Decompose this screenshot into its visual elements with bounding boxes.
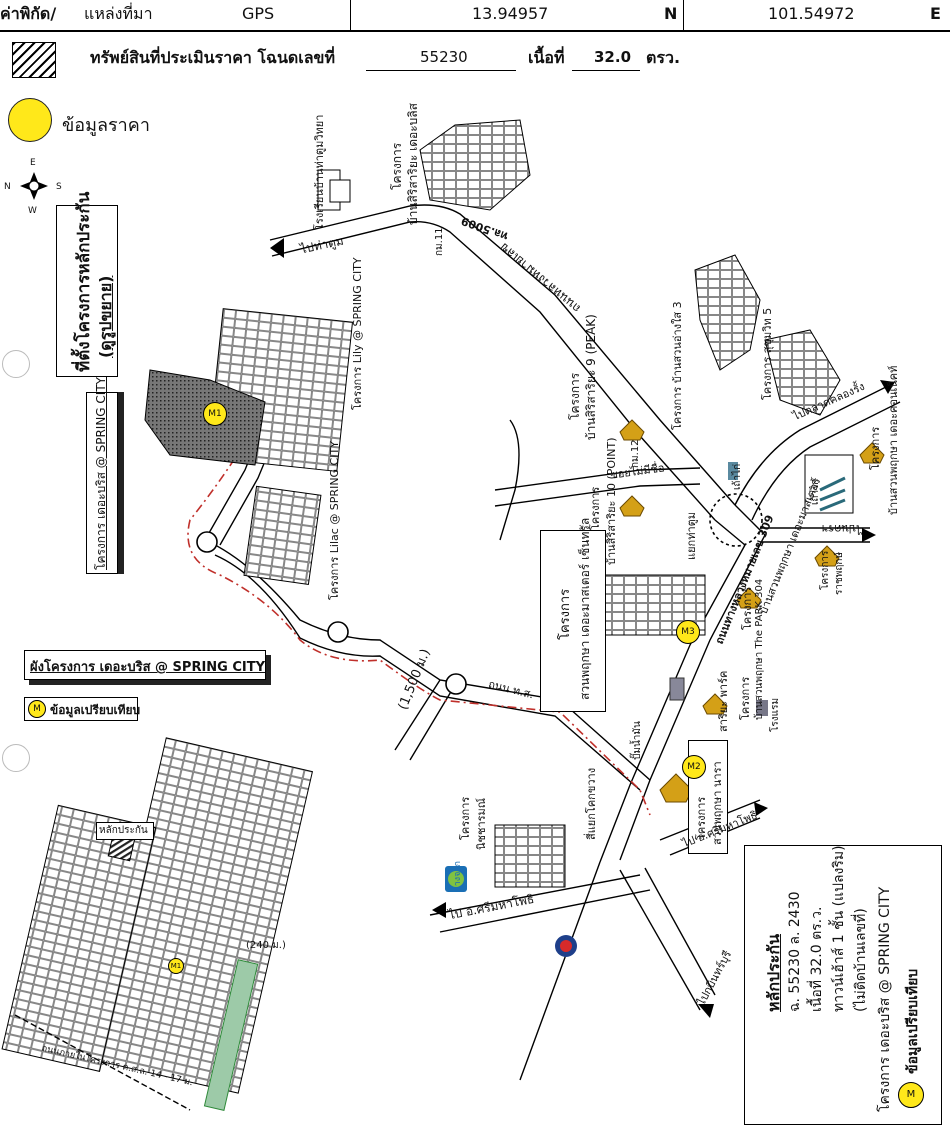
label-junction: แยกท่าตูม: [685, 511, 698, 560]
area-label: เนื้อที่: [528, 48, 565, 67]
collateral-project-label: ที่ตั้งโครงการหลักประกัน: [74, 191, 94, 372]
marker-m2: M2: [682, 755, 706, 779]
note-line6: ข้อมูลเปรียบเทียบ: [905, 968, 921, 1074]
subject-hatch-icon: [12, 42, 56, 78]
note-line4: (ไม่ติดบ้านเลขที่): [853, 908, 869, 1012]
coord-label: ค่าพิกัด/: [0, 4, 57, 23]
area-unit: ตรว.: [646, 48, 681, 67]
compass-w: W: [28, 206, 37, 216]
label-km11: กม.11: [434, 227, 445, 256]
label-project-lilac: โครงการ Lilac @ SPRING CITY: [328, 441, 341, 600]
project-bliss-label: โครงการ เดอะบริส @ SPRING CITY: [94, 376, 108, 570]
label-nicharam-name: นิชชารมณ์: [475, 798, 488, 850]
compass-s: S: [56, 182, 62, 192]
label-sign-junction: สี่แยกโคกขวาง: [585, 767, 598, 840]
label-m4-project-name: บ้านสวนพฤกษา The PARK 304: [754, 578, 765, 720]
plan-distance-240: (240 ม.): [246, 940, 286, 951]
compass-icon: [20, 172, 48, 200]
label-to-nakhon: ไปนครฯ: [822, 522, 862, 535]
note-line2: เนื้อที่ 32.0 ตร.ว.: [809, 906, 825, 1012]
price-info-label: ข้อมูลราคา: [62, 115, 150, 136]
collateral-project-box: [56, 205, 118, 377]
label-school: โรงเรียนบ้านท่าตูมวิทยา: [313, 114, 326, 230]
longitude-value: 101.54972: [768, 4, 855, 23]
note-line1: ฉ. 55230 ล. 2430: [787, 891, 803, 1012]
plan-collateral-tag: หลักประกัน: [99, 825, 148, 836]
price-info-marker-icon: [8, 98, 52, 142]
source-label: แหล่งที่มา: [84, 4, 153, 23]
note-marker-m: M: [898, 1082, 924, 1108]
compass-e: E: [30, 158, 36, 168]
marker-m1: M1: [203, 402, 227, 426]
note-line3: ทาวน์เฮ้าส์ 1 ชั้น (แปลงริม): [831, 845, 847, 1012]
label-bansiri-bliss-name: บ้านสิริสาริยะ เดอะบลิส: [406, 103, 420, 225]
compass-n: N: [4, 182, 11, 192]
label-suanpruksa-center: โครงการ: [558, 588, 573, 640]
ptt-logo: [555, 935, 577, 957]
label-taokai: เถ้าไก่: [732, 463, 743, 490]
label-bangchak: บางจาก: [453, 861, 463, 892]
area-value: 32.0: [594, 48, 632, 66]
plan-title: ผังโครงการ เดอะบริส @ SPRING CITY: [30, 660, 266, 675]
deed-number: 55230: [420, 48, 468, 66]
coordinate-header: ค่าพิกัด/ แหล่งที่มา GPS 13.94957 N 101.…: [0, 0, 950, 32]
route-path: [187, 409, 651, 816]
label-ratchaphruek-name: ราชพฤกษ์: [834, 551, 845, 595]
marker-m3: M3: [676, 620, 700, 644]
note-line5: โครงการ เดอะบริส @ SPRING CITY: [877, 886, 893, 1112]
plan-marker-m1: M1: [168, 958, 184, 974]
subject-label: ทรัพย์สินที่ประเมินราคา โฉนดเลขที่: [90, 48, 336, 67]
label-sriya-park: สาริยะ พาร์ค: [717, 670, 730, 732]
compare-marker-icon: M: [28, 700, 46, 718]
label-ratchaphruek: โครงการ: [820, 550, 831, 590]
longitude-dir: E: [930, 4, 941, 23]
label-project-daxo-name: บ้านสวนพฤกษา เดอะคอนเน็คท์: [887, 365, 900, 515]
collateral-note-box: [744, 845, 942, 1125]
label-hotel: โรงแรม: [770, 697, 781, 732]
label-bansuan3: โครงการ บ้านสวนอ่างใส 3: [671, 301, 684, 430]
label-suanpruksa-center-name: สวนพฤกษา เดอะมาสเตอร์ เซ็นทรัล: [578, 517, 592, 700]
compare-label: ข้อมูลเปรียบเทียบ: [50, 703, 141, 717]
latitude-dir: N: [664, 4, 678, 23]
label-project-daxo: โครงการ: [869, 426, 882, 470]
label-gas: ปั๊มน้ำมัน: [632, 721, 643, 760]
label-project-lily: โครงการ Lily @ SPRING CITY: [351, 257, 364, 410]
latitude-value: 13.94957: [472, 4, 549, 23]
source-value: GPS: [242, 4, 275, 23]
collateral-project-zoom: (ดูรูปขยาย): [96, 275, 115, 358]
label-sukhumvit5: โครงการ สุขุมวิท 5: [761, 307, 774, 400]
label-bansiri9-name: บ้านสิริสาริยะ 9 (PEAK): [584, 314, 598, 440]
